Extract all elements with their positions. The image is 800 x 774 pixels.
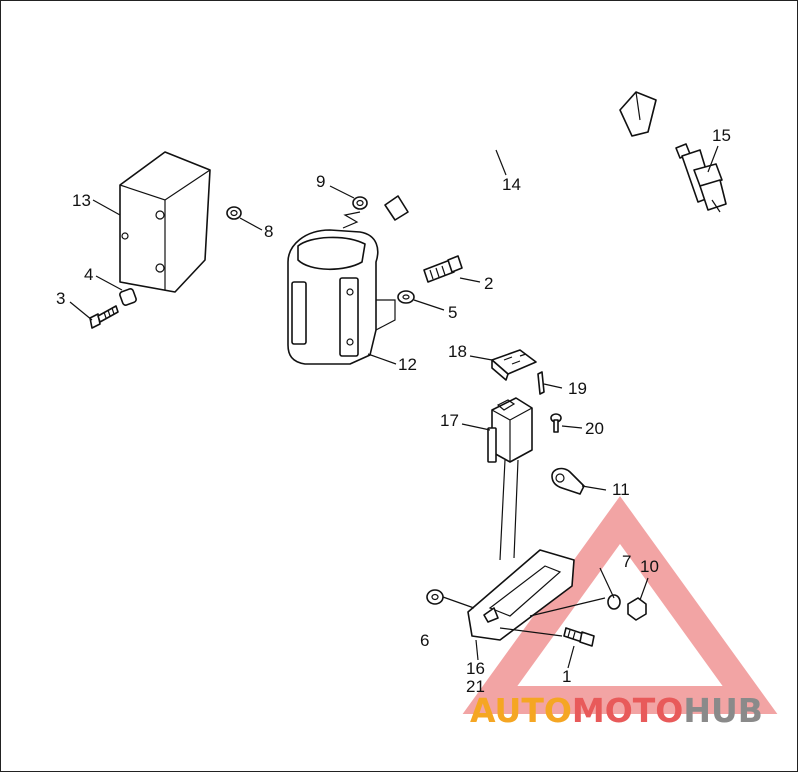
callout-4: 4 xyxy=(84,265,93,284)
callout-8: 8 xyxy=(264,222,273,241)
part-nut-9 xyxy=(342,196,368,229)
callout-10: 10 xyxy=(640,557,659,576)
part-spark-plug-15 xyxy=(675,143,727,213)
callout-5: 5 xyxy=(448,303,457,322)
watermark-hub: HUB xyxy=(683,691,763,730)
part-bolt-1 xyxy=(563,627,595,647)
callout-9: 9 xyxy=(316,172,325,191)
part-washer-5 xyxy=(397,290,415,304)
part-spacer-4 xyxy=(119,288,137,306)
callout-6: 6 xyxy=(420,631,429,650)
callout-3: 3 xyxy=(56,289,65,308)
watermark-moto: MOTO xyxy=(572,691,683,730)
callout-labels: 13 8 4 3 9 2 5 12 14 15 18 19 20 17 11 6… xyxy=(56,126,731,696)
watermark-logo: AUTOMOTOHUB xyxy=(470,691,763,730)
part-bracket-13 xyxy=(119,151,211,293)
callout-18: 18 xyxy=(448,342,467,361)
callout-1: 1 xyxy=(562,667,571,686)
leader-lines xyxy=(69,145,719,669)
part-nut-8 xyxy=(226,206,242,220)
part-screw-2 xyxy=(423,255,463,283)
callout-17: 17 xyxy=(440,411,459,430)
part-pin-19 xyxy=(537,371,545,395)
svg-text:AUTOMOTOHUB: AUTOMOTOHUB xyxy=(470,691,763,730)
part-spark-plug-wire-14 xyxy=(384,91,657,221)
callout-11: 11 xyxy=(612,480,630,499)
callout-12: 12 xyxy=(398,355,417,374)
part-clamp-11 xyxy=(551,467,585,495)
part-nut-10 xyxy=(627,597,647,621)
part-bolt-3 xyxy=(89,305,119,329)
callout-21: 21 xyxy=(466,677,485,696)
part-washer-6 xyxy=(426,589,444,605)
part-ignition-module-16 xyxy=(467,459,575,641)
callout-16: 16 xyxy=(466,659,485,678)
callout-15: 15 xyxy=(712,126,731,145)
callout-19: 19 xyxy=(568,379,587,398)
callout-13: 13 xyxy=(72,191,91,210)
watermark-auto: AUTO xyxy=(470,691,572,730)
part-washer-7 xyxy=(607,594,621,610)
callout-20: 20 xyxy=(585,419,604,438)
part-connector-housing-17 xyxy=(487,397,533,463)
callout-2: 2 xyxy=(484,274,493,293)
callout-14: 14 xyxy=(502,175,521,194)
part-ignition-coil-12 xyxy=(287,229,396,365)
part-screw-20 xyxy=(550,413,562,433)
part-connector-18 xyxy=(491,349,537,381)
callout-7: 7 xyxy=(622,552,631,571)
